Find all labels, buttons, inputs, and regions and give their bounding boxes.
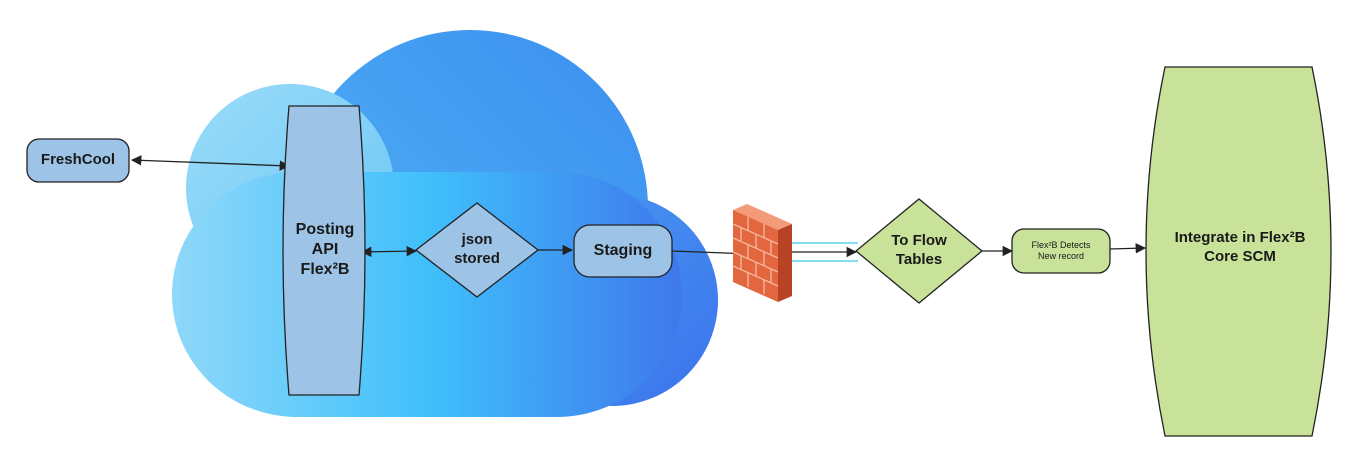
freshcool-label: FreshCool <box>40 151 116 169</box>
integrate-label: Integrate in Flex²B Core SCM <box>1174 229 1306 265</box>
posting-api-node[interactable] <box>282 105 366 396</box>
freshcool-node[interactable] <box>26 138 130 183</box>
staging-node[interactable] <box>573 224 673 278</box>
posting-api-label: Posting API Flex²B <box>295 221 355 278</box>
cloud-shape <box>172 30 718 417</box>
connector-detects-integrate <box>1109 243 1147 254</box>
detects-node[interactable] <box>1011 228 1111 274</box>
connector-api-json <box>360 245 418 258</box>
json-stored-label: json stored <box>454 231 500 267</box>
network-wires <box>790 242 858 262</box>
json-stored-node[interactable] <box>414 202 540 298</box>
integrate-node[interactable] <box>1145 66 1332 437</box>
staging-label: Staging <box>593 242 653 259</box>
detects-label: Flex²B Detects New record <box>1031 240 1091 261</box>
to-flow-tables-node[interactable] <box>854 198 984 304</box>
to-flow-tables-label: To Flow Tables <box>891 232 947 268</box>
firewall-icon <box>732 204 792 302</box>
connector-freshcool-api <box>130 155 291 171</box>
